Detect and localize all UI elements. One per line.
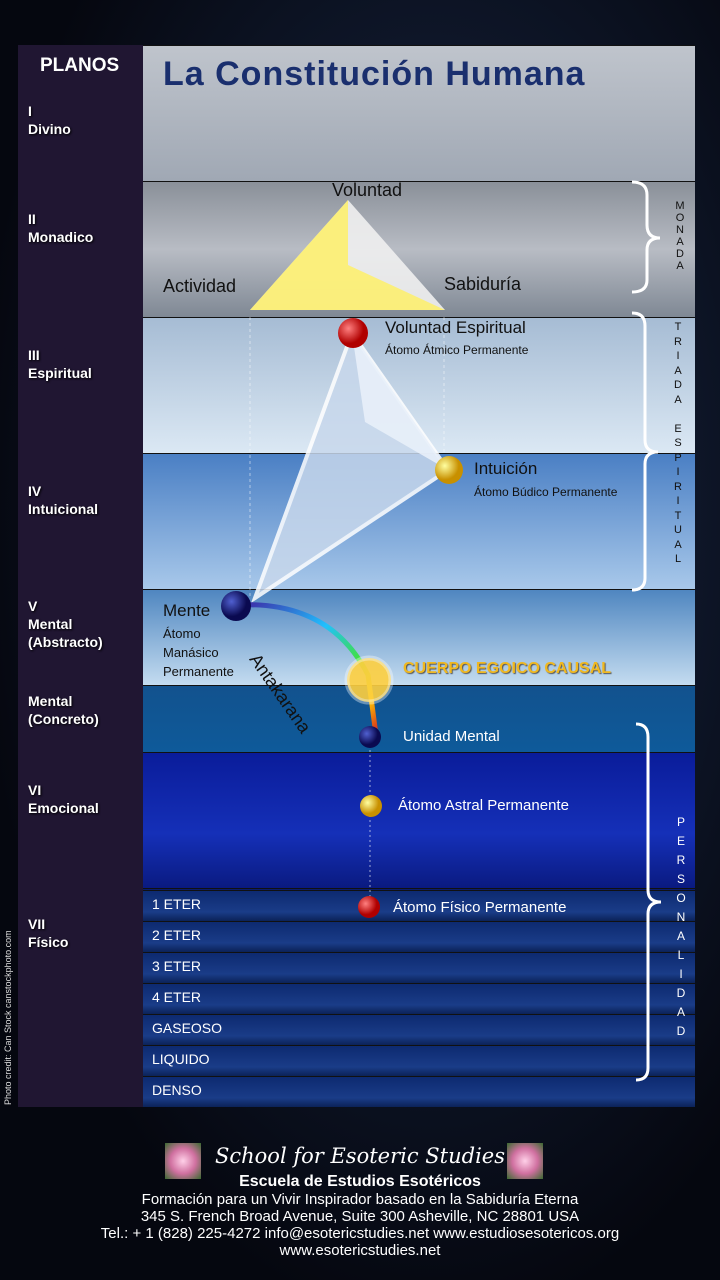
- subplane-band: [143, 952, 695, 983]
- plane-number: II: [28, 211, 36, 227]
- mental-unit-label: Unidad Mental: [403, 728, 500, 745]
- school-name: School for Esoteric Studies: [214, 1144, 505, 1168]
- manasic-atom-icon: [221, 591, 251, 621]
- astral-atom-icon: [360, 795, 382, 817]
- plane-number: V: [28, 598, 38, 614]
- causal-body-icon: [344, 655, 394, 705]
- plane-label: IV Intuicional: [28, 482, 128, 518]
- plane-name: Mental (Concreto): [28, 693, 99, 727]
- subplane-band: [143, 890, 695, 921]
- subplane-band: [143, 1014, 695, 1045]
- manasic-sub-2: Manásico: [163, 645, 219, 660]
- monada-bracket: [631, 180, 661, 294]
- plane-label: VI Emocional: [28, 781, 128, 817]
- band-emocional: [143, 752, 695, 888]
- physical-atom-label: Átomo Físico Permanente: [393, 899, 567, 916]
- atmic-sub: Átomo Átmico Permanente: [385, 343, 529, 357]
- plane-name: Divino: [28, 121, 71, 137]
- photo-credit: Photo credit: Can Stock canstockphoto.co…: [3, 930, 13, 1105]
- manasic-title: Mente: [163, 601, 211, 620]
- plane-number: VII: [28, 916, 46, 932]
- manasic-sub-3: Permanente: [163, 664, 234, 679]
- subplane-band: [143, 1045, 695, 1076]
- website-link[interactable]: www.esotericstudies.net: [279, 1242, 441, 1259]
- plane-label: VII Físico: [28, 915, 128, 951]
- triangle-top-label: Voluntad: [332, 180, 403, 200]
- subplane-band: [143, 921, 695, 952]
- triad-triangle: [251, 328, 451, 604]
- subplane-band: [143, 983, 695, 1014]
- contact: Tel.: + 1 (828) 225-4272 info@esotericst…: [100, 1225, 620, 1242]
- plane-number: III: [28, 347, 40, 363]
- subplane-label: LIQUIDO: [152, 1051, 210, 1067]
- lotus-logo-right: [507, 1143, 543, 1179]
- planes-column: [18, 45, 143, 1107]
- plane-label: V Mental (Abstracto): [28, 597, 128, 651]
- subplane-label: DENSO: [152, 1082, 202, 1098]
- plane-number: I: [28, 103, 32, 119]
- causal-body-label: CUERPO EGOICO CAUSAL: [403, 660, 612, 677]
- plane-name: Emocional: [28, 800, 99, 816]
- plane-label: III Espiritual: [28, 346, 128, 382]
- plane-name: Espiritual: [28, 365, 92, 381]
- buddhic-sub: Átomo Búdico Permanente: [474, 485, 618, 499]
- lotus-logo-left: [165, 1143, 201, 1179]
- triada-bracket: [631, 311, 659, 592]
- buddhic-title: Intuición: [474, 459, 538, 478]
- tagline: Formación para un Vivir Inspirador basad…: [141, 1191, 579, 1208]
- band-mental-concreto: [143, 685, 695, 752]
- escuela-name: Escuela de Estudios Esotéricos: [239, 1173, 481, 1190]
- page-title: La Constitución Humana: [163, 55, 586, 93]
- astral-atom-label: Átomo Astral Permanente: [398, 797, 569, 814]
- plane-name: Monadico: [28, 229, 94, 245]
- subplane-label: 1 ETER: [152, 896, 202, 912]
- subplane-label: 4 ETER: [152, 989, 202, 1005]
- plane-label: I Divino: [28, 102, 128, 138]
- planos-header: PLANOS: [40, 55, 120, 76]
- plane-name: Intuicional: [28, 501, 98, 517]
- subplane-label: GASEOSO: [152, 1020, 223, 1036]
- triangle-right-label: Sabiduría: [444, 274, 522, 294]
- plane-label: Mental (Concreto): [28, 692, 128, 728]
- subplane-label: 3 ETER: [152, 958, 202, 974]
- triangle-left-label: Actividad: [163, 276, 237, 296]
- atmic-atom-icon: [338, 318, 368, 348]
- buddhic-atom-icon: [435, 456, 463, 484]
- manasic-sub-1: Átomo: [163, 626, 201, 641]
- address: 345 S. French Broad Avenue, Suite 300 As…: [140, 1208, 580, 1225]
- subplane-band: [143, 1076, 695, 1107]
- plane-name: Mental (Abstracto): [28, 616, 103, 650]
- band-divino: [143, 45, 695, 181]
- personalidad-bracket: [635, 722, 662, 1082]
- plane-name: Físico: [28, 934, 69, 950]
- subplane-label: 2 ETER: [152, 927, 202, 943]
- physical-atom-icon: [358, 896, 380, 918]
- mental-unit-icon: [359, 726, 381, 748]
- plane-label: II Monadico: [28, 210, 128, 246]
- atmic-title: Voluntad Espiritual: [385, 318, 526, 337]
- plane-number: VI: [28, 782, 42, 798]
- plane-number: IV: [28, 483, 42, 499]
